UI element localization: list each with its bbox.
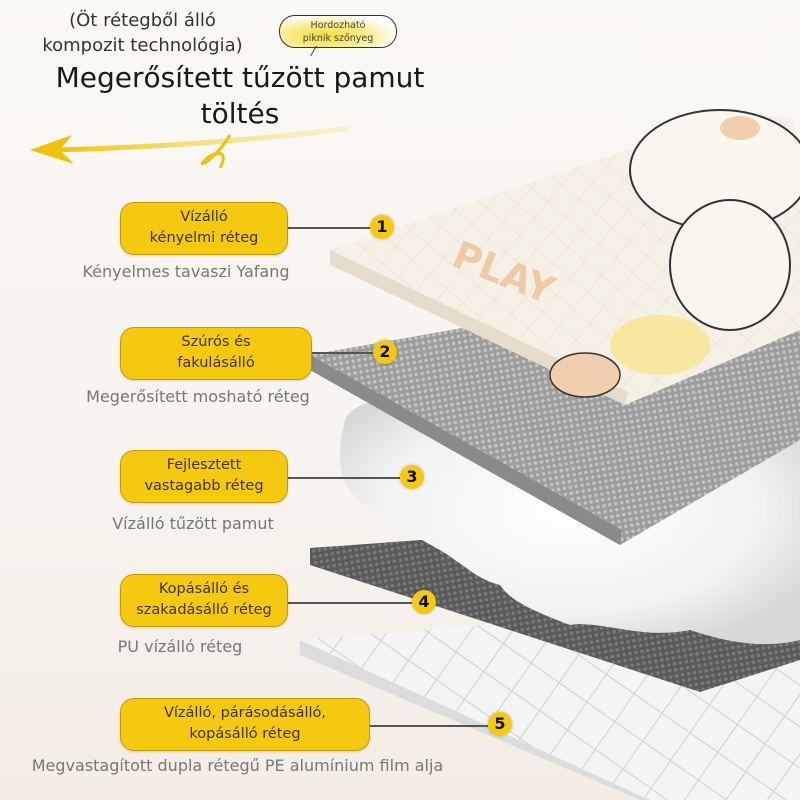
badge-line: kopásálló réteg xyxy=(189,726,301,742)
layer-3-badge: Fejlesztett vastagabb réteg xyxy=(120,450,288,503)
layer-1-badge: Vízálló kényelmi réteg xyxy=(120,202,288,255)
layer-2-connector xyxy=(312,352,374,354)
subtitle-line: kompozit technológia) xyxy=(42,35,243,56)
badge-line: szakadásálló réteg xyxy=(136,602,272,618)
layer-5-caption: Megvastagított dupla rétegű PE alumínium… xyxy=(31,756,444,775)
layer-5-connector xyxy=(370,725,488,727)
main-title: Megerősített tűzött pamut töltés xyxy=(40,60,440,132)
layer-1-connector xyxy=(288,227,372,229)
badge-line: Vízálló, párásodásálló, xyxy=(163,705,327,721)
subtitle-line: (Öt rétegből álló xyxy=(69,10,216,31)
badge-line: fakulásálló xyxy=(177,355,255,371)
layer-3-caption: Vízálló tűzött pamut xyxy=(112,514,274,533)
layer-4-caption: PU vízálló réteg xyxy=(117,637,243,656)
layer-4-number: 4 xyxy=(412,590,436,614)
layer-2-badge: Szúrós és fakulásálló xyxy=(120,327,312,380)
layer-1-caption: Kényelmes tavaszi Yafang xyxy=(82,262,290,281)
badge-line: Vízálló xyxy=(180,209,228,225)
layer-1-number: 1 xyxy=(370,215,394,239)
bubble-line: Hordozható xyxy=(310,20,366,31)
badge-line: vastagabb réteg xyxy=(144,478,264,494)
badge-line: kényelmi réteg xyxy=(149,230,259,246)
layer-2-number: 2 xyxy=(373,340,397,364)
subtitle: (Öt rétegből álló kompozit technológia) xyxy=(20,8,265,58)
speech-bubble: Hordozható piknik szőnyeg xyxy=(279,15,397,48)
title-line: Megerősített tűzött pamut xyxy=(55,61,425,94)
layer-5-number: 5 xyxy=(488,712,512,736)
bubble-line: piknik szőnyeg xyxy=(302,33,374,44)
layer-2-caption: Megerősített mosható réteg xyxy=(86,387,310,406)
layer-3-connector xyxy=(288,477,400,479)
arrow-decoration xyxy=(49,125,351,153)
badge-line: Kopásálló és xyxy=(158,581,250,597)
layer-3-number: 3 xyxy=(400,465,424,489)
layer-5-badge: Vízálló, párásodásálló, kopásálló réteg xyxy=(120,698,370,751)
badge-line: Szúrós és xyxy=(181,334,251,350)
title-line: töltés xyxy=(200,97,280,130)
badge-line: Fejlesztett xyxy=(166,457,242,473)
layer-4-connector xyxy=(288,602,412,604)
layer-4-badge: Kopásálló és szakadásálló réteg xyxy=(120,574,288,627)
